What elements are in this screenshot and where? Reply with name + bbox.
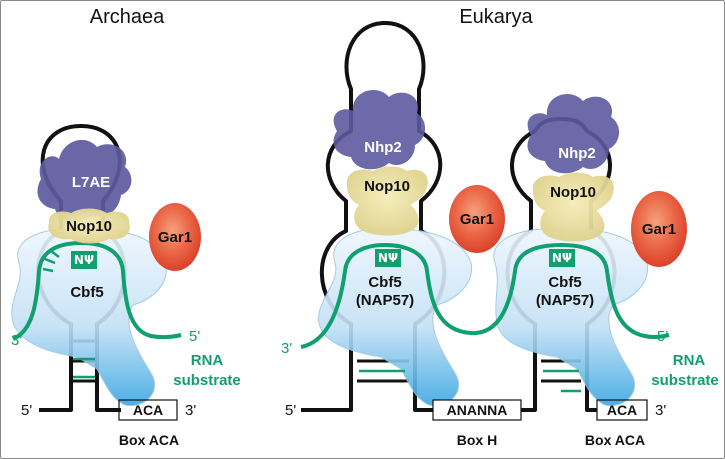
archaea-5prime: 5' xyxy=(21,402,32,419)
archaea-substrate-ticks xyxy=(42,250,95,379)
archaea-cbf5-label: Cbf5 xyxy=(70,284,103,301)
archaea-nop10-label: Nop10 xyxy=(66,218,112,235)
archaea-substrate-rna xyxy=(12,241,182,341)
eukarya-box-h xyxy=(432,399,522,421)
archaea-nop10 xyxy=(48,208,130,244)
eukarya-nop10-2 xyxy=(532,172,614,242)
eukarya-3prime: 3' xyxy=(655,402,666,419)
eukarya-nop10-1-label: Nop10 xyxy=(364,178,410,195)
eukarya-substrate-5prime: 5' xyxy=(657,328,668,345)
eukarya-npsi-label-1: NΨ xyxy=(378,251,398,265)
eukarya-cbf5-2-label-2: (NAP57) xyxy=(536,292,594,309)
eukarya-box-h-caption: Box H xyxy=(457,432,497,448)
archaea-l7ae xyxy=(37,139,132,222)
archaea-3prime: 3' xyxy=(185,402,196,419)
eukarya-rna-label-1: RNA xyxy=(673,352,706,369)
archaea-box-aca-caption: Box ACA xyxy=(119,432,179,448)
archaea-gar1-label: Gar1 xyxy=(158,229,192,246)
archaea-npsi-label: NΨ xyxy=(74,253,94,267)
eukarya-nhp2-1-label: Nhp2 xyxy=(364,139,402,156)
archaea-substrate-5prime: 5' xyxy=(189,328,200,345)
title-eukarya: Eukarya xyxy=(459,6,533,28)
eukarya-cbf5-1-label-1: Cbf5 xyxy=(368,274,401,291)
eukarya-npsi-box-2 xyxy=(549,249,575,267)
eukarya-nhp2-2 xyxy=(527,93,620,174)
archaea-l7ae-label: L7AE xyxy=(72,174,110,191)
eukarya-box-h-seq: ANANNA xyxy=(447,402,508,418)
eukarya-gar1-1-label: Gar1 xyxy=(460,211,494,228)
eukarya-substrate-rna xyxy=(300,243,670,349)
archaea-rna-label-2: substrate xyxy=(173,372,241,389)
eukarya-npsi-box-1 xyxy=(375,249,401,267)
archaea-npsi-box xyxy=(71,251,97,269)
eukarya-rna-label-2: substrate xyxy=(651,372,719,389)
eukarya-box-aca-caption: Box ACA xyxy=(585,432,645,448)
archaea-aca-seq: ACA xyxy=(133,402,163,418)
eukarya-nop10-1 xyxy=(346,166,428,236)
eukarya-gar1-2 xyxy=(631,191,687,267)
title-archaea: Archaea xyxy=(90,6,165,28)
eukarya-aca-box xyxy=(596,399,648,421)
eukarya-cbf5-2-label-1: Cbf5 xyxy=(548,274,581,291)
eukarya-nop10-2-label: Nop10 xyxy=(550,184,596,201)
archaea-aca-box xyxy=(118,399,178,421)
archaea-rna-label-1: RNA xyxy=(191,352,224,369)
eukarya-npsi-label-2: NΨ xyxy=(552,251,572,265)
eukarya-substrate-ticks xyxy=(359,369,581,393)
eukarya-gar1-2-label: Gar1 xyxy=(642,221,676,238)
eukarya-nhp2-1 xyxy=(333,89,426,170)
eukarya-aca-seq: ACA xyxy=(607,402,637,418)
archaea-substrate-3prime: 3' xyxy=(11,332,22,349)
eukarya-5prime: 5' xyxy=(285,402,296,419)
archaea-panel: L7AE Nop10 Gar1 NΨ Cbf5 3' 5' RNA substr… xyxy=(11,124,241,448)
eukarya-nhp2-2-label: Nhp2 xyxy=(558,145,596,162)
eukarya-gar1-1 xyxy=(449,185,505,253)
eukarya-cbf5-1-label-2: (NAP57) xyxy=(356,292,414,309)
archaea-gar1 xyxy=(149,203,201,271)
eukarya-panel: Nhp2 Nhp2 Nop10 Nop10 Gar1 Gar1 NΨ NΨ Cb… xyxy=(281,21,719,448)
eukarya-substrate-3prime: 3' xyxy=(281,340,292,357)
